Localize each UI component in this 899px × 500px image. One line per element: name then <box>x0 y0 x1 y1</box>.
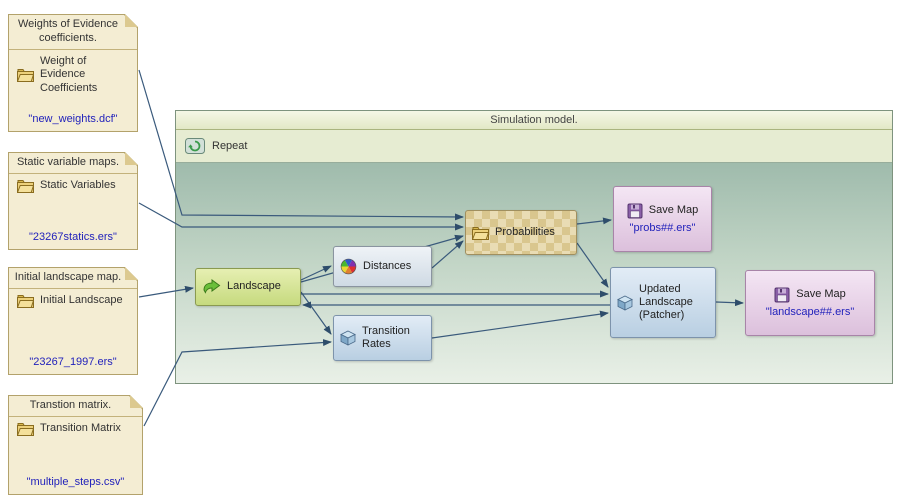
note-initial-landscape[interactable]: Initial landscape map. Initial Landscape… <box>8 267 138 375</box>
node-probabilities[interactable]: Probabilities <box>465 210 577 255</box>
functor-name: Static Variables <box>40 178 116 191</box>
functor-name: Weight of Evidence Coefficients <box>40 54 98 94</box>
functor-filename: "new_weights.dcf" <box>28 113 118 125</box>
functor-name: Transition Matrix <box>40 421 121 434</box>
node-label: Landscape <box>227 280 281 293</box>
node-save-map-probs[interactable]: Save Map "probs##.ers" <box>613 186 712 252</box>
note-title: Static variable maps. <box>9 153 137 174</box>
note-fold-corner <box>125 267 138 280</box>
simulation-model-title: Simulation model. <box>176 111 892 130</box>
note-fold-corner <box>130 395 143 408</box>
node-landscape[interactable]: Landscape <box>195 268 301 306</box>
floppy-disk-icon <box>627 203 643 219</box>
node-transition-rates[interactable]: Transition Rates <box>333 315 432 361</box>
node-save-map-landscape[interactable]: Save Map "landscape##.ers" <box>745 270 875 336</box>
functor-filename: "23267_1997.ers" <box>29 356 117 368</box>
note-title: Transtion matrix. <box>9 396 142 417</box>
functor-filename: "23267statics.ers" <box>29 231 117 243</box>
node-label: Probabilities <box>495 225 555 238</box>
note-static-variables[interactable]: Static variable maps. Static Variables "… <box>8 152 138 250</box>
node-label: Updated Landscape (Patcher) <box>639 282 693 322</box>
functor-filename: "multiple_steps.csv" <box>26 476 125 488</box>
functor-folder-icon <box>17 179 34 193</box>
note-transition-matrix[interactable]: Transtion matrix. Transition Matrix "mul… <box>8 395 143 495</box>
cube-icon <box>617 295 633 311</box>
note-title: Initial landscape map. <box>9 268 137 289</box>
node-label: Transition Rates <box>362 324 410 350</box>
repeat-container-header[interactable]: Repeat <box>176 130 892 162</box>
note-fold-corner <box>125 14 138 27</box>
repeat-icon <box>185 138 205 154</box>
node-filename: "probs##.ers" <box>629 221 696 234</box>
functor-folder-icon <box>17 422 34 436</box>
node-updated-landscape[interactable]: Updated Landscape (Patcher) <box>610 267 716 338</box>
repeat-label: Repeat <box>212 140 248 152</box>
node-label: Save Map <box>648 204 699 217</box>
node-filename: "landscape##.ers" <box>765 305 855 318</box>
functor-folder-icon <box>17 294 34 308</box>
color-wheel-icon <box>340 258 357 275</box>
functor-name: Initial Landscape <box>40 293 123 306</box>
green-arrow-icon <box>202 279 221 295</box>
note-fold-corner <box>125 152 138 165</box>
functor-folder-icon <box>17 68 34 82</box>
node-distances[interactable]: Distances <box>333 246 432 287</box>
note-weights-of-evidence[interactable]: Weights of Evidence coefficients. Weight… <box>8 14 138 132</box>
note-title: Weights of Evidence coefficients. <box>9 15 137 50</box>
cube-icon <box>340 330 356 346</box>
node-label: Distances <box>363 259 412 272</box>
functor-folder-icon <box>472 226 489 240</box>
node-label: Save Map <box>796 288 846 301</box>
simulation-model-title-text: Simulation model. <box>490 114 578 126</box>
floppy-disk-icon <box>774 287 790 303</box>
